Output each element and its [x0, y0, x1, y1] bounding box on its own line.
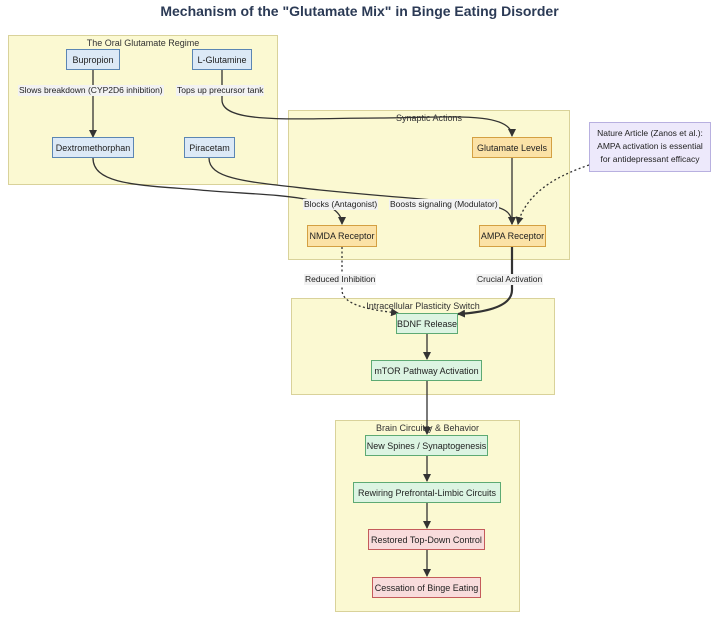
note-line-2: AMPA activation is essential: [597, 141, 703, 151]
edge-label-tops: Tops up precursor tank: [176, 85, 265, 96]
node-ampa-receptor: AMPA Receptor: [479, 225, 546, 247]
node-piracetam: Piracetam: [184, 137, 235, 158]
group-synaptic-actions-label: Synaptic Actions: [395, 113, 463, 123]
node-nmda-receptor: NMDA Receptor: [307, 225, 377, 247]
node-mtor-activation: mTOR Pathway Activation: [371, 360, 482, 381]
node-bdnf-release: BDNF Release: [396, 313, 458, 334]
node-new-spines: New Spines / Synaptogenesis: [365, 435, 488, 456]
group-oral-regime-label: The Oral Glutamate Regime: [86, 38, 200, 48]
group-intracellular-switch-label: Intracellular Plasticity Switch: [366, 301, 480, 311]
edge-dextromethorphan-nmda: [92, 157, 346, 225]
note-line-1: Nature Article (Zanos et al.):: [597, 128, 703, 138]
node-rewiring-circuits: Rewiring Prefrontal-Limbic Circuits: [353, 482, 501, 503]
edge-label-boosts: Boosts signaling (Modulator): [389, 199, 499, 210]
edge-lglutamine-glutamate: [221, 70, 516, 137]
edge-note-ampa: [515, 164, 590, 225]
edge-label-crucial: Crucial Activation: [476, 274, 544, 285]
diagram-title: Mechanism of the "Glutamate Mix" in Bing…: [160, 3, 559, 19]
node-dextromethorphan: Dextromethorphan: [52, 137, 134, 158]
edge-label-slows: Slows breakdown (CYP2D6 inhibition): [18, 85, 164, 96]
edge-nmda-bdnf: [341, 247, 399, 317]
edge-label-reduced: Reduced Inhibition: [304, 274, 377, 285]
node-lglutamine: L-Glutamine: [192, 49, 252, 70]
note-nature-article: Nature Article (Zanos et al.): AMPA acti…: [589, 122, 711, 172]
node-restored-control: Restored Top-Down Control: [368, 529, 485, 550]
node-cessation: Cessation of Binge Eating: [372, 577, 481, 598]
edge-label-blocks: Blocks (Antagonist): [303, 199, 379, 210]
node-glutamate-levels: Glutamate Levels: [472, 137, 552, 158]
edge-piracetam-ampa: [208, 157, 516, 225]
note-line-3: for antidepressant efficacy: [600, 154, 700, 164]
node-bupropion: Bupropion: [66, 49, 120, 70]
edge-ampa-bdnf: [457, 247, 514, 318]
